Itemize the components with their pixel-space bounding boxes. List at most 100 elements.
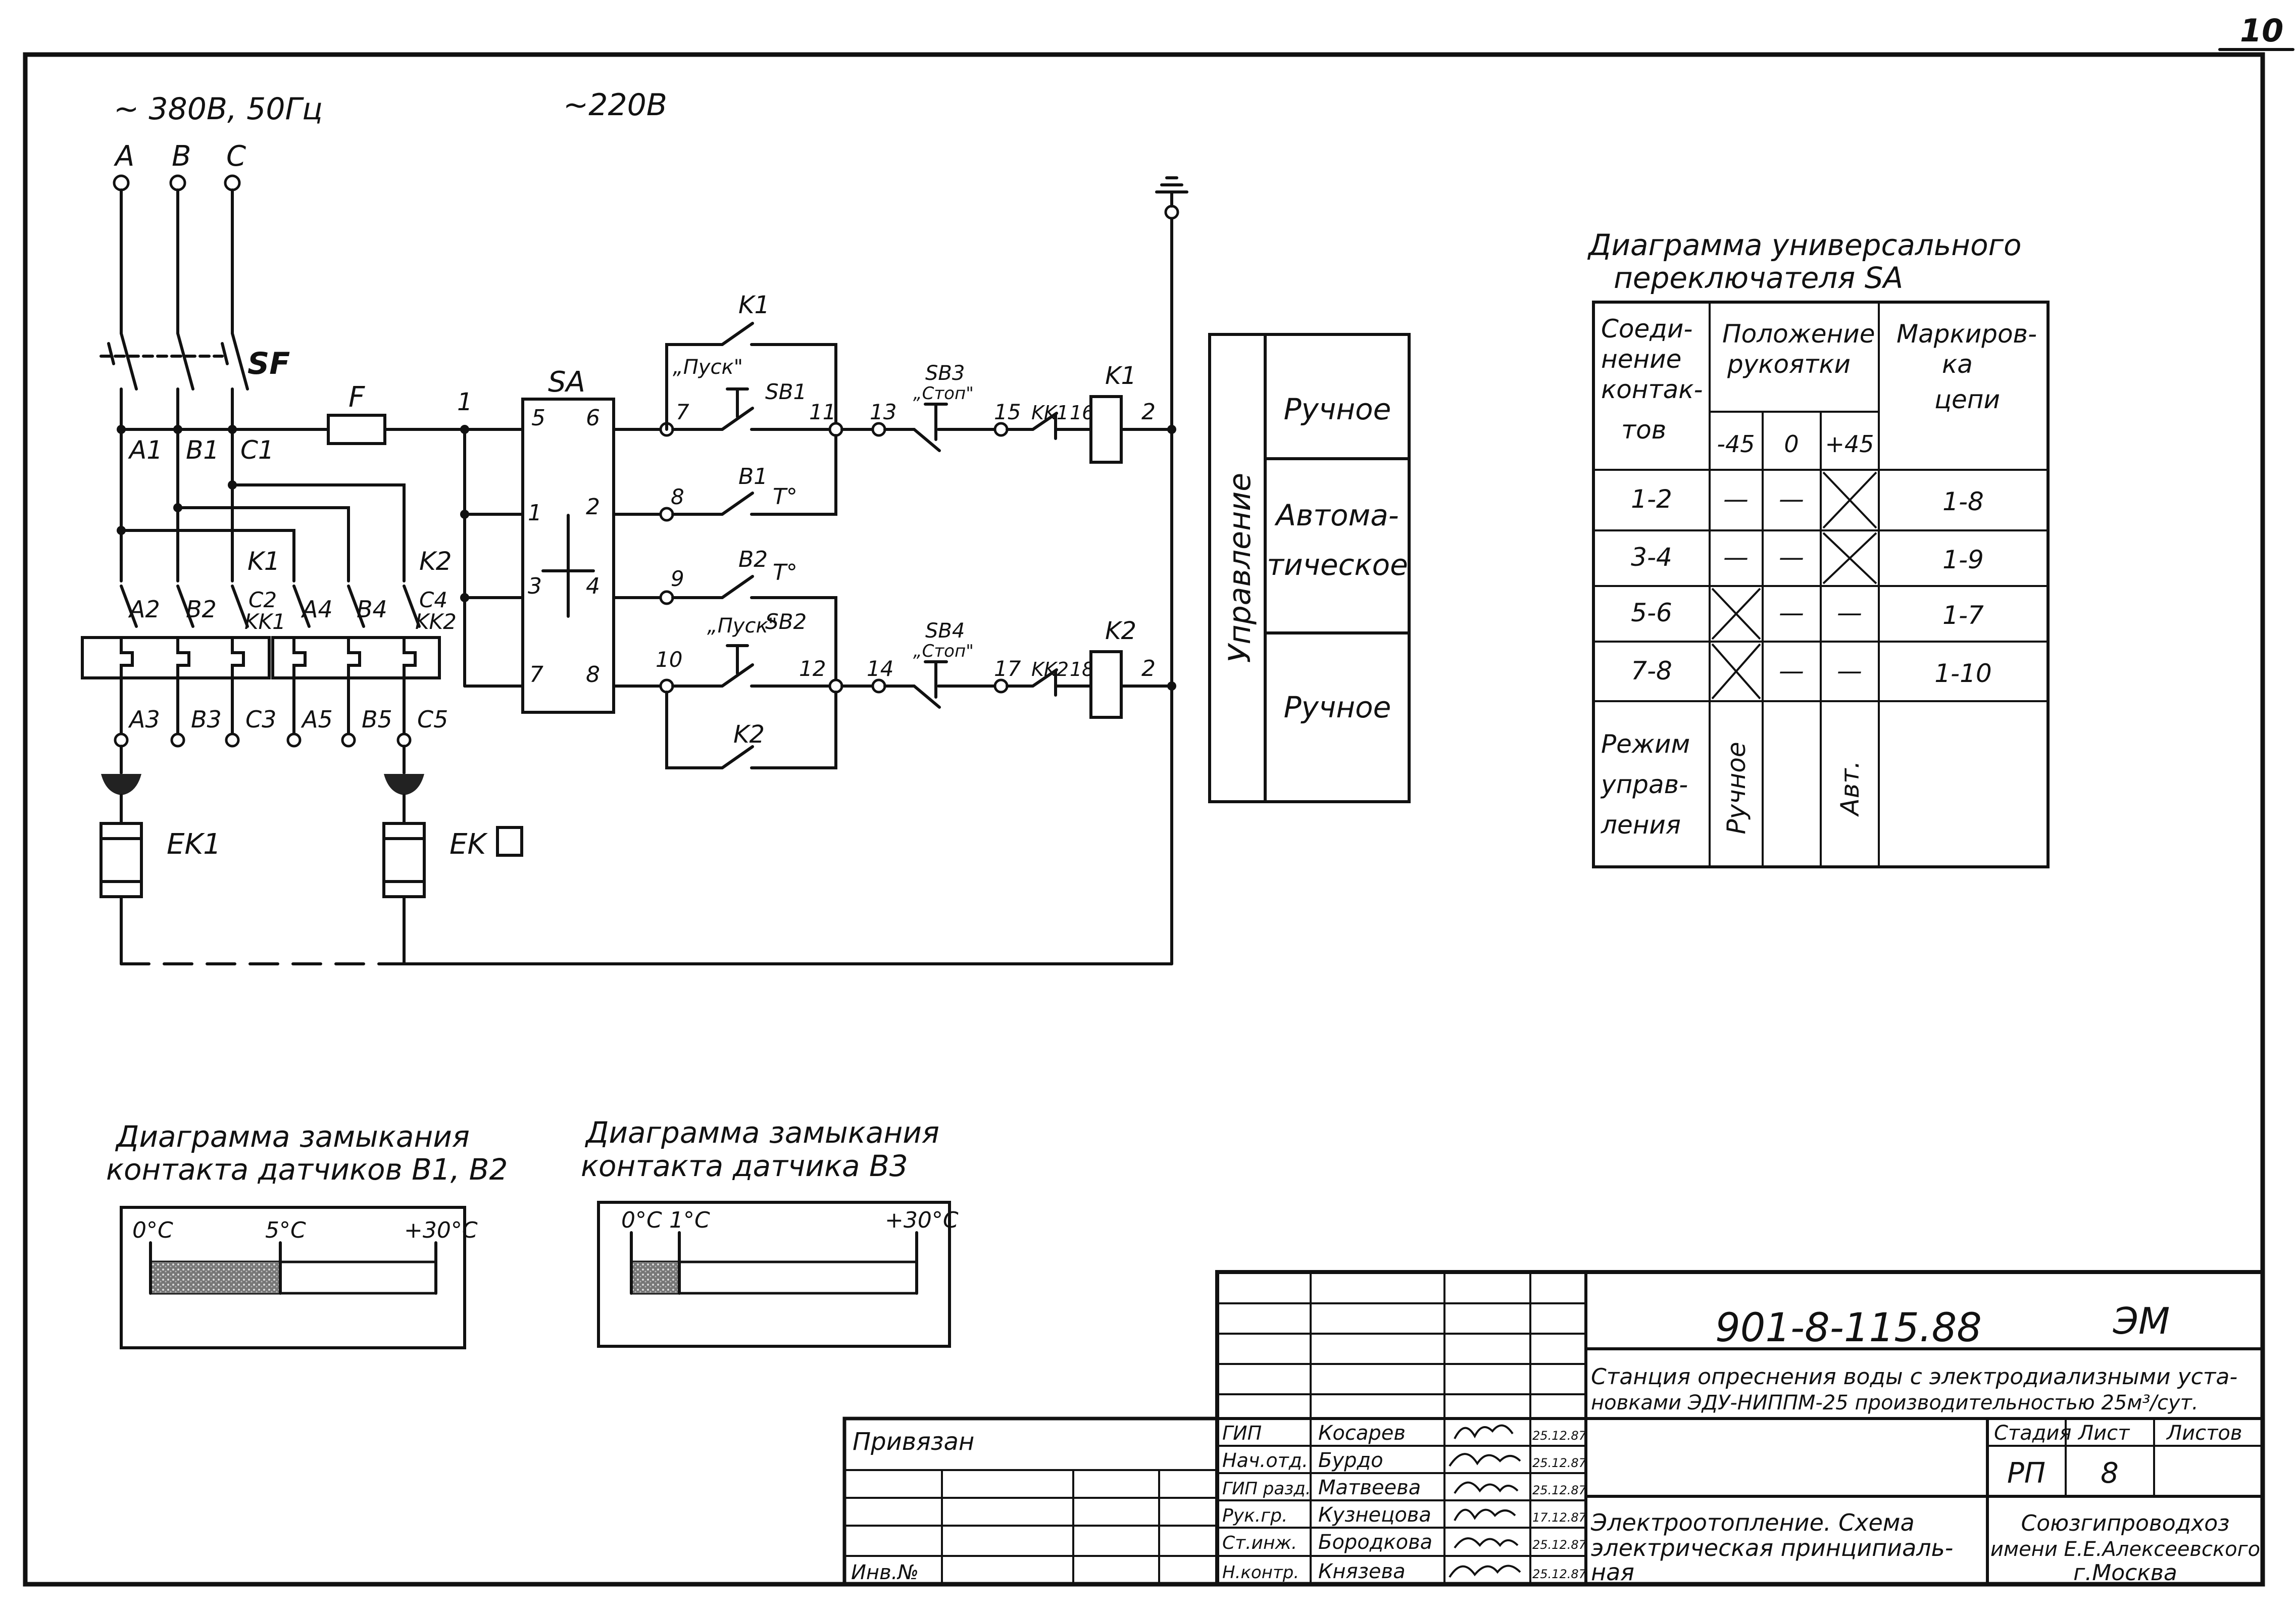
node-13-label: 13 [870,400,896,424]
project-title-line1: Станция опреснения воды с электродиализн… [1591,1364,2237,1390]
col-marking-line1: Маркиров- [1896,319,2037,349]
closing-2-title-line1: Диаграмма замыкания [584,1115,939,1150]
node-10-label: 10 [656,647,682,672]
sa-diagram-title-line2: переключателя SA [1614,261,1903,295]
col-connection-line4: тов [1621,415,1666,445]
sa-row: 1-2 — — 1-8 [1631,471,1984,529]
row-3-conn: 5-6 [1631,598,1672,627]
node-2b-label: 2 [1141,656,1156,681]
position-zero: 0 [1784,430,1799,458]
col-position-line1: Положение [1722,319,1875,349]
row-2-conn: 3-4 [1631,543,1672,572]
sa-row: 3-4 — — 1-9 [1631,532,1984,584]
wire-b4-label: B4 [357,596,387,623]
inv-no-label: Инв.№ [851,1561,919,1584]
power-circuit: A B C SF A1 B1 C1 [81,140,1173,965]
staff-3-role: ГИП разд. [1222,1479,1311,1499]
fuse-f-label: F [348,381,365,414]
sheet-header: Лист [2077,1422,2130,1445]
sheet-title-line1: Электроотопление. Схема [1590,1509,1915,1536]
sensor-b1-temp: T° [773,484,797,510]
wire-c5-label: C5 [417,706,448,733]
row-4-mark: 1-10 [1934,659,1991,688]
staff-4-date: 17.12.87 [1532,1510,1587,1525]
staff-4-role: Рук.гр. [1222,1505,1287,1526]
sensor-b2-label: B2 [738,547,768,572]
wire-b2-label: B2 [186,596,217,623]
wire-b1-label: B1 [186,435,219,465]
button-sb4-label: SB4 [925,619,965,643]
node-2a-label: 2 [1141,399,1156,425]
mode-automatic-line1: Автома- [1274,498,1399,532]
closing-1-tick-5: 5°C [265,1217,306,1243]
stage-header: Стадия [1994,1422,2071,1445]
fuse-f [327,414,386,445]
supply-single-phase-label: ~220В [563,87,667,123]
closing-1-tick-30: +30°C [404,1217,478,1243]
staff-3-name: Матвеева [1318,1476,1421,1499]
pusk-button-sb1-contact [721,407,754,431]
row-1-mark: 1-8 [1942,487,1984,516]
closing-2-tick-30: +30°C [885,1207,959,1233]
col-connection-line1: Соеди- [1601,314,1692,344]
staff-4-signature [1454,1508,1516,1521]
project-title-line2: новками ЭДУ-НИППМ-25 производительностью… [1591,1391,2199,1414]
heater-ek1-label: EK1 [167,828,221,861]
thermal-kk1-label: KK1 [1031,402,1069,424]
row-3-cell-3: — [1837,598,1862,627]
sensor-b2-temp: T° [773,560,797,585]
row-2-cell-3-cross [1822,532,1877,584]
staff-5-signature [1454,1537,1519,1549]
position-minus45: -45 [1717,430,1755,458]
sensor-b1-label: B1 [738,464,768,490]
sa-switch-diagram: Диаграмма универсального переключателя S… [1587,228,2050,868]
row-2-mark: 1-9 [1942,545,1984,574]
holding-contact-k2-label: K2 [733,720,765,749]
phase-c-terminal [224,174,241,191]
row-4-cell-2: — [1779,656,1804,686]
wire-a5-label: A5 [301,706,333,733]
supply-three-phase-label: ~ 380В, 50Гц [114,91,323,127]
row-1-cell-3-cross [1822,471,1877,529]
stage-value: РП [2007,1457,2045,1490]
wire-c1-label: C1 [240,435,274,465]
row-3-cell-2: — [1779,598,1804,627]
col-connection-line2: нение [1601,345,1681,374]
pusk-sb2-label: „Пуск" [707,614,777,638]
wire-c3-label: C3 [245,706,276,733]
row-1-conn: 1-2 [1631,484,1672,514]
staff-row: Ст.инж. Бородкова 25.12.87 [1222,1531,1587,1554]
row-4-cell-3: — [1837,656,1862,686]
control-mode-panel: Управление Ручное Автома- тическое Ручно… [1208,333,1411,803]
document-mark: ЭМ [2113,1300,2170,1342]
breaker-sf-label: SF [247,346,290,381]
wire-c2-label: C2 [248,588,277,612]
title-block: Привязан Инв.№ ГИП Косарев 25.12.87 [842,1270,2265,1586]
stop-sb3-label: „Стоп" [913,383,974,404]
staff-2-signature [1449,1453,1521,1467]
organization-line1: Союзгипроводхоз [2021,1510,2229,1536]
staff-3-signature [1454,1481,1519,1494]
mode-label-line1: Режим [1601,729,1690,759]
pusk-sb1-label: „Пуск" [673,356,743,379]
sa-diagram-title-line1: Диаграмма универсального [1587,228,2022,262]
sheet-value: 8 [2101,1457,2119,1490]
organization-line2: имени Е.Е.Алексеевского [1990,1538,2260,1561]
sa-pin-6: 6 [586,405,600,431]
staff-5-date: 25.12.87 [1532,1538,1587,1552]
relay-kk2-label: KK2 [415,609,457,634]
coil-k2-label: K2 [1105,617,1136,645]
row-2-cell-1: — [1723,543,1749,572]
sa-pin-3: 3 [528,573,542,599]
row-1-cell-1: — [1723,484,1749,514]
control-panel-title: Управление [1222,473,1258,663]
contactor-k2-label: K2 [419,547,452,576]
thermal-relay-kk1 [81,636,271,679]
row-2-cell-2: — [1779,543,1804,572]
wire-b5-label: B5 [362,706,392,733]
wire-c4-label: C4 [419,588,447,612]
breaker-pole-c [231,332,249,390]
staff-2-role: Нач.отд. [1222,1449,1308,1472]
closing-2-tick-1: 1°C [669,1207,710,1233]
